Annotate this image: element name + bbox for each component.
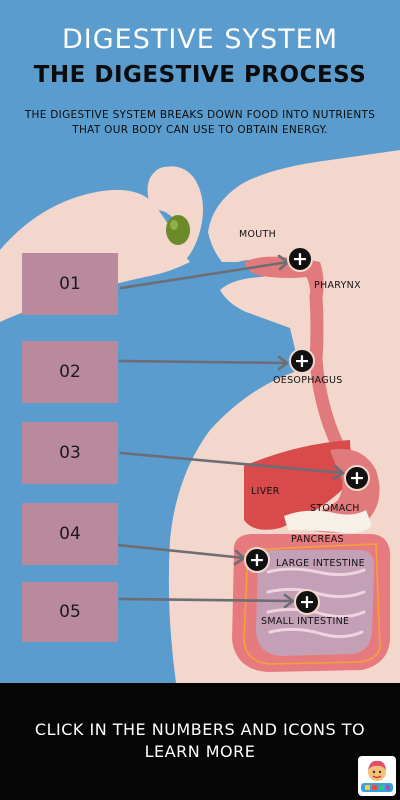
number-label: 02: [59, 362, 81, 382]
olive: [166, 215, 190, 245]
plus-icon-small-intestine[interactable]: +: [294, 589, 320, 615]
number-label: 04: [59, 524, 81, 544]
small-intestine-folds: [266, 567, 366, 639]
plus-icon-stomach[interactable]: +: [344, 465, 370, 491]
label-pancreas: PANCREAS: [291, 534, 344, 545]
arrow-04: [116, 543, 246, 560]
footer: CLICK IN THE NUMBERS AND ICONS TO LEARN …: [0, 683, 400, 800]
page-title: DIGESTIVE SYSTEM: [61, 24, 339, 55]
number-box-05[interactable]: 05: [22, 582, 118, 642]
arrow-02-head: [277, 355, 289, 371]
pointer-arrows: [116, 254, 345, 609]
intro-text: THE DIGESTIVE SYSTEM BREAKS DOWN FOOD IN…: [24, 108, 376, 136]
label-large-intestine: LARGE INTESTINE: [276, 558, 365, 569]
footer-cta: CLICK IN THE NUMBERS AND ICONS TO LEARN …: [34, 720, 366, 761]
arrow-03: [119, 451, 345, 475]
arrow-05: [118, 597, 295, 603]
label-liver: LIVER: [251, 486, 280, 497]
number-box-04[interactable]: 04: [22, 503, 118, 565]
large-intestine-outline: [243, 543, 381, 665]
number-box-03[interactable]: 03: [22, 422, 118, 484]
plus-icon-mouth[interactable]: +: [287, 246, 313, 272]
hand: [147, 166, 203, 264]
number-box-01[interactable]: 01: [22, 253, 118, 315]
number-label: 03: [59, 443, 81, 463]
plus-icon-oesophagus[interactable]: +: [289, 348, 315, 374]
brand-logo-icon: [361, 760, 393, 792]
number-label: 01: [59, 274, 81, 294]
oesophagus: [309, 289, 347, 457]
label-stomach: STOMACH: [310, 503, 360, 514]
number-box-02[interactable]: 02: [22, 341, 118, 403]
label-oesophagus: OESOPHAGUS: [273, 375, 343, 386]
olive-highlight: [170, 220, 178, 230]
label-mouth: MOUTH: [239, 229, 277, 240]
arrow-05-head: [283, 593, 295, 609]
plus-icon-large-intestine[interactable]: +: [244, 547, 270, 573]
arrow-03-head: [332, 464, 345, 481]
label-small-intestine: SMALL INTESTINE: [261, 616, 350, 627]
pancreas: [284, 510, 372, 534]
number-label: 05: [59, 602, 81, 622]
page-subtitle: THE DIGESTIVE PROCESS: [33, 62, 367, 88]
label-pharynx: PHARYNX: [314, 280, 361, 291]
brand-logo: [358, 756, 396, 796]
liver: [244, 440, 352, 530]
arrow-01: [119, 260, 290, 290]
arrow-02: [118, 359, 289, 365]
